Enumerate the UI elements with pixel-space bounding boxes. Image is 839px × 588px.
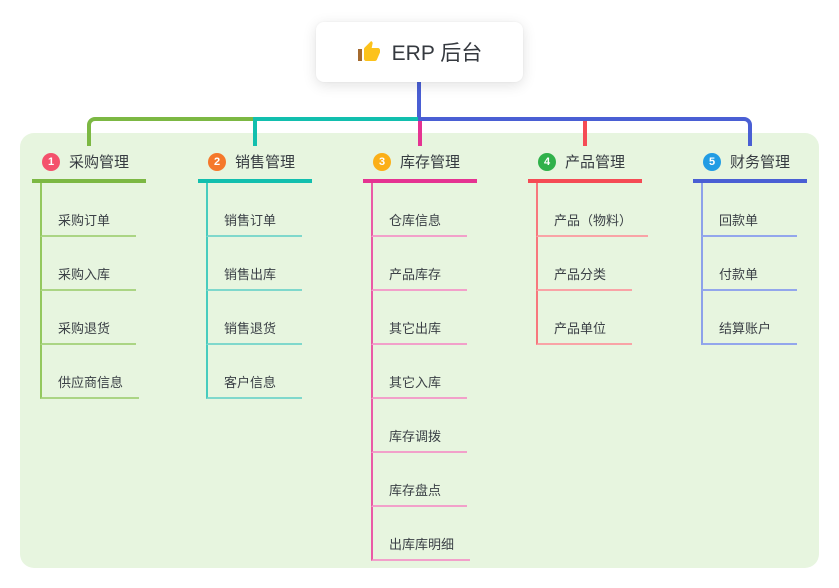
child-node[interactable]: 销售退货 — [206, 291, 302, 345]
branch-number-badge: 4 — [538, 152, 556, 171]
child-node[interactable]: 库存调拨 — [371, 399, 467, 453]
branch-node[interactable]: 3 库存管理 — [363, 146, 477, 183]
child-node[interactable]: 销售订单 — [206, 183, 302, 237]
child-node[interactable]: 仓库信息 — [371, 183, 467, 237]
child-node[interactable]: 采购入库 — [40, 237, 136, 291]
child-node[interactable]: 采购订单 — [40, 183, 136, 237]
child-node[interactable]: 其它出库 — [371, 291, 467, 345]
connector-drop-branch-4 — [583, 120, 587, 146]
branch-label: 库存管理 — [400, 154, 461, 171]
branch-number-badge: 2 — [208, 152, 226, 171]
branch-children: 销售订单销售出库销售退货客户信息 — [206, 183, 368, 399]
mindmap-panel — [20, 133, 819, 568]
branch-label: 财务管理 — [730, 154, 791, 171]
branch-number-badge: 5 — [703, 152, 721, 171]
child-node[interactable]: 结算账户 — [701, 291, 797, 345]
branch-node[interactable]: 2 销售管理 — [198, 146, 312, 183]
child-node[interactable]: 产品库存 — [371, 237, 467, 291]
connector-drop-branch-3 — [418, 120, 422, 146]
root-node[interactable]: ERP 后台 — [316, 22, 523, 82]
child-node[interactable]: 产品单位 — [536, 291, 632, 345]
connector-drop-branch-2 — [253, 117, 257, 146]
branch-column-5: 5 财务管理 回款单付款单结算账户 — [693, 146, 839, 345]
child-node[interactable]: 客户信息 — [206, 345, 302, 399]
child-node[interactable]: 回款单 — [701, 183, 797, 237]
branch-children: 采购订单采购入库采购退货供应商信息 — [40, 183, 202, 399]
branch-column-1: 1 采购管理 采购订单采购入库采购退货供应商信息 — [32, 146, 202, 399]
branch-label: 采购管理 — [69, 154, 130, 171]
root-trunk-line — [417, 82, 421, 120]
child-node[interactable]: 供应商信息 — [40, 345, 140, 399]
child-node[interactable]: 采购退货 — [40, 291, 136, 345]
child-node[interactable]: 产品（物料） — [536, 183, 649, 237]
branch-number-badge: 3 — [373, 152, 391, 171]
child-node[interactable]: 出库库明细 — [371, 507, 471, 561]
branch-children: 产品（物料）产品分类产品单位 — [536, 183, 698, 345]
child-node[interactable]: 产品分类 — [536, 237, 632, 291]
branch-children: 仓库信息产品库存其它出库其它入库库存调拨库存盘点出库库明细 — [371, 183, 533, 561]
connector-branch-5 — [418, 117, 752, 146]
branch-node[interactable]: 1 采购管理 — [32, 146, 146, 183]
child-node[interactable]: 销售出库 — [206, 237, 302, 291]
connector-branch-1 — [87, 117, 255, 146]
root-label: ERP 后台 — [391, 42, 483, 65]
branch-column-4: 4 产品管理 产品（物料）产品分类产品单位 — [528, 146, 698, 345]
child-node[interactable]: 库存盘点 — [371, 453, 467, 507]
branch-label: 销售管理 — [235, 154, 296, 171]
branch-column-2: 2 销售管理 销售订单销售出库销售退货客户信息 — [198, 146, 368, 399]
branch-node[interactable]: 4 产品管理 — [528, 146, 642, 183]
thumbs-up-icon — [357, 40, 381, 64]
branch-node[interactable]: 5 财务管理 — [693, 146, 807, 183]
branch-children: 回款单付款单结算账户 — [701, 183, 839, 345]
child-node[interactable]: 付款单 — [701, 237, 797, 291]
child-node[interactable]: 其它入库 — [371, 345, 467, 399]
branch-number-badge: 1 — [42, 152, 60, 171]
branch-column-3: 3 库存管理 仓库信息产品库存其它出库其它入库库存调拨库存盘点出库库明细 — [363, 146, 533, 561]
branch-label: 产品管理 — [565, 154, 626, 171]
connector-rail-branch-2 — [253, 117, 420, 121]
